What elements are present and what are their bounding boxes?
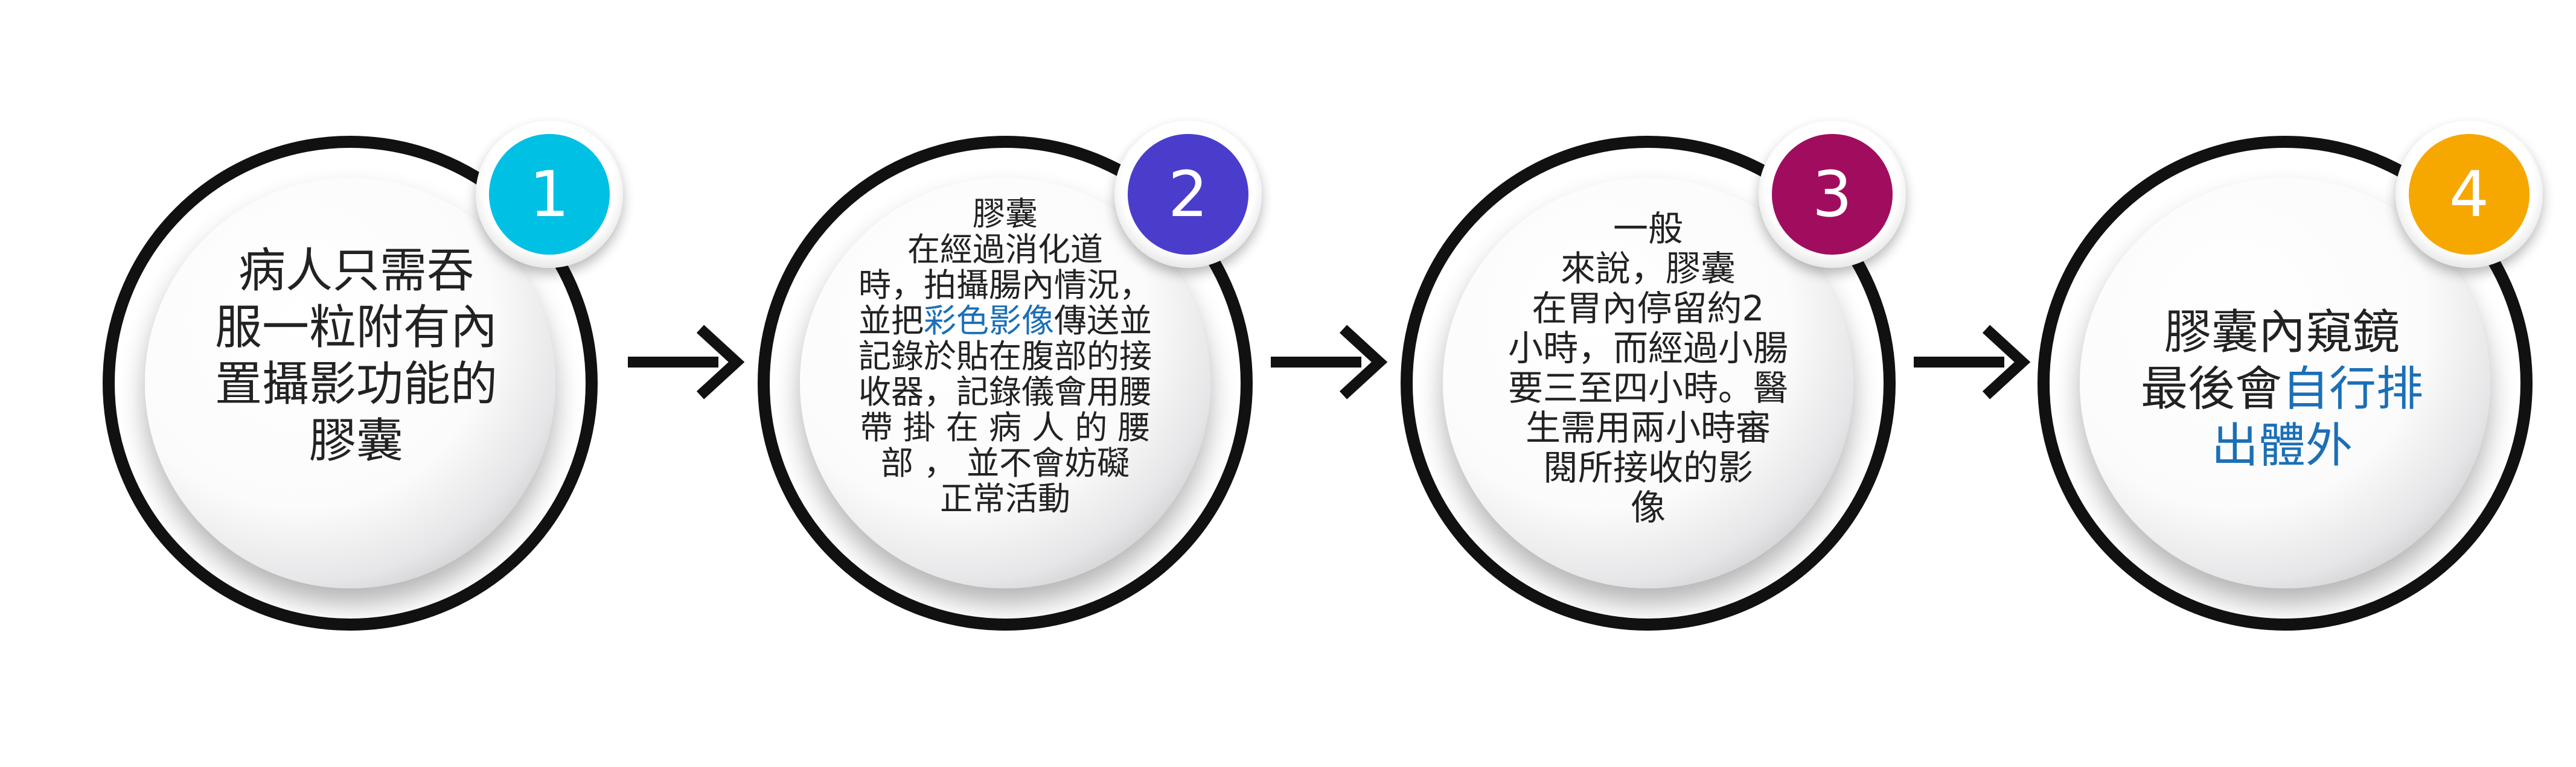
- step-4-line-1: 膠囊內窺鏡: [2164, 305, 2400, 360]
- step-2-text: 膠囊 在經過消化道 時，拍攝腸內情況， 並把彩色影像傳送並 記錄於貼在腹部的接 …: [812, 163, 1198, 549]
- arrow-right-icon: [696, 325, 745, 399]
- arrow-right-icon: [1982, 325, 2031, 399]
- step-2-line-1: 膠囊: [973, 194, 1038, 233]
- step-2-line-4-post: 傳送並: [1054, 301, 1152, 340]
- step-3-number: 3: [1812, 158, 1853, 231]
- step-4-line-2: 最後會自行排: [2141, 361, 2423, 418]
- step-3-line-3: 在胃內停留約2: [1532, 288, 1765, 329]
- step-4-line-2-pre: 最後會: [2140, 362, 2282, 416]
- connector-1-2: [628, 325, 745, 399]
- step-3-line-7: 閱所接收的影: [1542, 447, 1753, 488]
- highlight-color-image: 彩色影像: [924, 301, 1054, 340]
- step-1-text: 病人只需吞 服一粒附有內 置攝影功能的 膠囊: [199, 241, 513, 471]
- step-2-line-4-pre: 並把: [858, 301, 924, 340]
- step-2-line-9: 正常活動: [940, 479, 1070, 518]
- step-3-line-6: 生需用兩小時審: [1525, 407, 1771, 448]
- step-2-line-2: 在經過消化道: [907, 230, 1103, 269]
- step-1-line-2: 服一粒附有內: [214, 301, 497, 355]
- step-3-line-2: 來說，膠囊: [1560, 248, 1736, 289]
- step-2-line-8: 部 ， 並不會妨礙: [880, 444, 1130, 482]
- highlight-self-expel: 自行排: [2282, 362, 2424, 416]
- step-3-text: 一般 來說，膠囊 在胃內停留約2 小時，而經過小腸 要三至四小時。醫 生需用兩小…: [1461, 193, 1835, 543]
- step-3-line-8: 像: [1630, 487, 1666, 528]
- arrow-right-icon: [1339, 325, 1388, 399]
- step-4-text: 膠囊內窺鏡 最後會自行排 出體外: [2125, 299, 2439, 480]
- step-2-line-7: 帶 掛 在 病 人 的 腰: [860, 408, 1151, 447]
- step-2-number: 2: [1168, 158, 1209, 231]
- step-3-line-1: 一般: [1612, 208, 1683, 249]
- step-2-line-6: 收器，記錄儀會用腰: [858, 372, 1152, 411]
- step-3-line-5: 要三至四小時。醫: [1507, 368, 1788, 409]
- step-2-line-4: 並把彩色影像傳送並: [858, 303, 1152, 339]
- step-3-line-4: 小時，而經過小腸: [1507, 328, 1788, 369]
- step-2-line-5: 記錄於貼在腹部的接: [858, 337, 1152, 375]
- step-1-line-3: 置攝影功能的: [214, 357, 497, 412]
- connector-3-4: [1914, 325, 2031, 399]
- step-1-number: 1: [529, 158, 570, 231]
- highlight-out-of-body: 出體外: [2211, 419, 2353, 473]
- step-4-line-3: 出體外: [2211, 418, 2353, 474]
- step-4-number: 4: [2449, 158, 2490, 231]
- step-1-line-1: 病人只需吞: [238, 244, 474, 298]
- step-2-line-3: 時，拍攝腸內情況，: [858, 266, 1152, 304]
- connector-2-3: [1271, 325, 1388, 399]
- step-1-line-4: 膠囊: [308, 414, 403, 468]
